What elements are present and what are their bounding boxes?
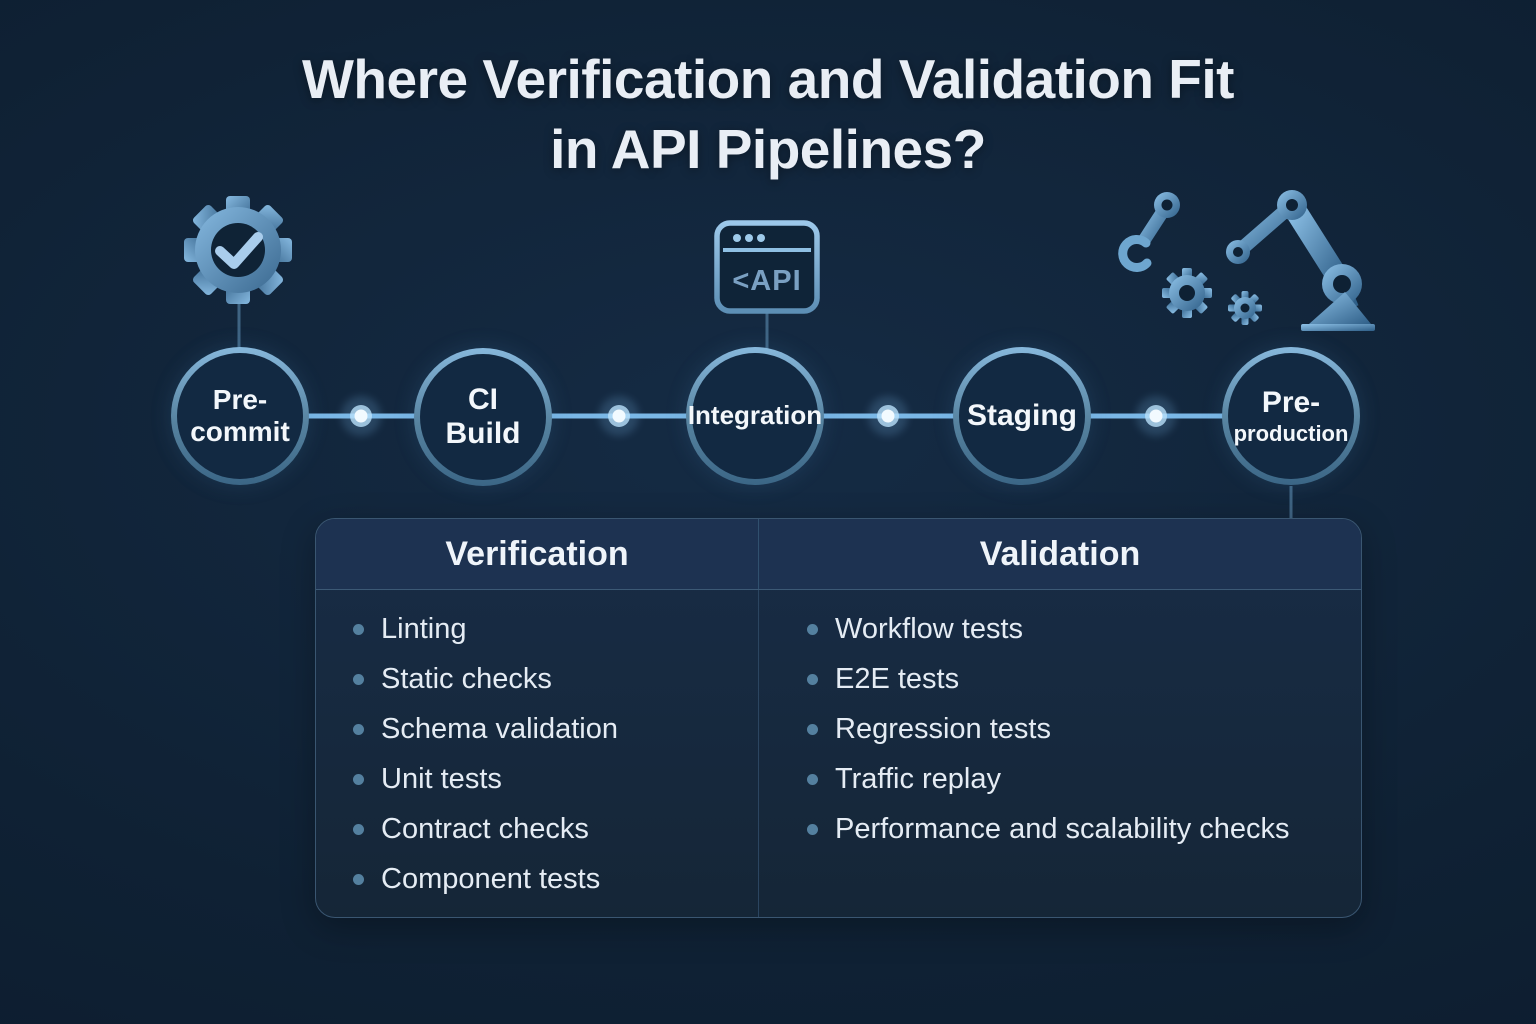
list-item: E2E tests bbox=[759, 654, 1361, 704]
bullet-dot bbox=[353, 823, 364, 835]
list-item-label: Linting bbox=[381, 612, 467, 645]
gear-checkmark-icon bbox=[184, 196, 292, 304]
validation-column: Workflow tests E2E tests Regression test… bbox=[759, 590, 1361, 917]
list-item-label: Schema validation bbox=[381, 712, 618, 745]
list-item: Traffic replay bbox=[759, 754, 1361, 804]
connector-dot-3 bbox=[868, 396, 908, 436]
bullet-dot bbox=[807, 723, 818, 735]
small-gear-icon bbox=[1228, 291, 1262, 325]
stage-label: production bbox=[1233, 420, 1349, 446]
list-item: Schema validation bbox=[316, 704, 758, 754]
bullet-dot bbox=[353, 623, 364, 635]
list-item-label: Workflow tests bbox=[835, 612, 1024, 645]
stage-label: Build bbox=[445, 417, 521, 450]
stage-label: Staging bbox=[967, 398, 1077, 432]
list-item: Component tests bbox=[316, 854, 758, 904]
connector-dot-4 bbox=[1136, 396, 1176, 436]
list-item: Performance and scalability checks bbox=[759, 804, 1361, 854]
list-item-label: Component tests bbox=[381, 862, 601, 895]
page-title: Where Verification and Validation Fit in… bbox=[0, 44, 1536, 184]
list-item: Regression tests bbox=[759, 704, 1361, 754]
stage-ci-build: CI Build bbox=[414, 348, 552, 486]
list-item-label: Traffic replay bbox=[835, 762, 1001, 795]
bullet-dot bbox=[353, 873, 364, 885]
list-item: Unit tests bbox=[316, 754, 758, 804]
bullet-dot bbox=[353, 773, 364, 785]
stage-label: Integration bbox=[687, 400, 823, 431]
verification-column: Linting Static checks Schema validation … bbox=[316, 590, 759, 917]
bullet-dot bbox=[353, 673, 364, 685]
gripper-icon bbox=[1118, 235, 1152, 272]
list-item: Linting bbox=[316, 604, 758, 654]
window-dot-icon bbox=[745, 234, 753, 242]
validation-header: Validation bbox=[979, 534, 1141, 573]
list-item: Static checks bbox=[316, 654, 758, 704]
api-window-icon: <API bbox=[714, 220, 820, 314]
list-item-label: Performance and scalability checks bbox=[835, 812, 1290, 845]
connector-dot-1 bbox=[341, 396, 381, 436]
list-item-label: Static checks bbox=[381, 662, 552, 695]
page-title-line2: in API Pipelines? bbox=[550, 118, 986, 180]
connector-dot-2 bbox=[599, 396, 639, 436]
list-item: Workflow tests bbox=[759, 604, 1361, 654]
list-item-label: Regression tests bbox=[835, 712, 1051, 745]
bullet-dot bbox=[807, 823, 818, 835]
api-label: <API bbox=[732, 265, 801, 297]
checkmark-icon bbox=[215, 232, 263, 269]
stage-integration: Integration bbox=[686, 347, 824, 485]
stage-label: commit bbox=[190, 416, 290, 447]
bullet-dot bbox=[807, 773, 818, 785]
verification-validation-table: Verification Validation Linting Static c… bbox=[315, 518, 1362, 918]
list-item: Contract checks bbox=[316, 804, 758, 854]
verification-header: Verification bbox=[316, 519, 759, 589]
table-header-row: Verification Validation bbox=[316, 519, 1361, 590]
gear-icon bbox=[1162, 268, 1212, 318]
list-item-label: Unit tests bbox=[381, 762, 502, 795]
page-title-line1: Where Verification and Validation Fit bbox=[302, 48, 1234, 110]
robot-arm-icon bbox=[1118, 190, 1375, 331]
window-dot-icon bbox=[757, 234, 765, 242]
bullet-dot bbox=[807, 673, 818, 685]
list-item-label: Contract checks bbox=[381, 812, 589, 845]
stage-pre-commit: Pre- commit bbox=[171, 347, 309, 485]
stage-label: CI bbox=[468, 382, 498, 416]
bullet-dot bbox=[807, 623, 818, 635]
list-item-label: E2E tests bbox=[835, 662, 960, 695]
table-body: Linting Static checks Schema validation … bbox=[316, 590, 1361, 917]
bullet-dot bbox=[353, 723, 364, 735]
stage-staging: Staging bbox=[953, 347, 1091, 485]
stage-label: Pre- bbox=[212, 383, 268, 415]
stage-label: Pre- bbox=[1261, 386, 1321, 420]
stage-pre-production: Pre- production bbox=[1222, 347, 1360, 485]
window-dot-icon bbox=[733, 234, 741, 242]
